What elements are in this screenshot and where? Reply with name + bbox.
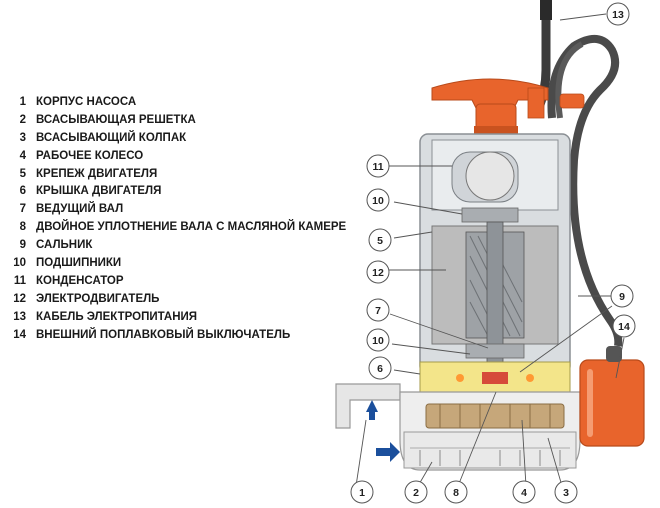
legend-number: 10	[13, 257, 26, 270]
legend-label: КРЫШКА ДВИГАТЕЛЯ	[36, 185, 162, 198]
cable-gland	[540, 0, 552, 20]
legend-item: 10 ПОДШИПНИКИ	[0, 255, 350, 273]
callout-10-lower: 10	[366, 328, 390, 352]
legend-label: САЛЬНИК	[36, 239, 93, 252]
callout-10-lower-label: 10	[372, 335, 384, 347]
impeller	[425, 403, 565, 429]
callout-1: 1	[350, 480, 374, 504]
legend-label: ДВОЙНОЕ УПЛОТНЕНИЕ ВАЛА С МАСЛЯНОЙ КАМЕР…	[36, 221, 347, 234]
legend-label: КОРПУС НАСОСА	[36, 96, 137, 108]
callout-12-label: 12	[372, 267, 384, 279]
upper-bearing	[461, 207, 519, 223]
callout-3: 3	[554, 480, 578, 504]
callout-7-label: 7	[375, 305, 381, 317]
mechanical-seal	[482, 372, 508, 384]
legend-number: 12	[13, 292, 26, 305]
callout-13-label: 13	[612, 9, 624, 21]
carry-handle	[431, 78, 585, 136]
cable-clip	[559, 93, 585, 109]
callout-8-label: 8	[453, 487, 459, 499]
legend-item: 2 ВСАСЫВАЮЩАЯ РЕШЕТКА	[0, 112, 350, 130]
callout-9-label: 9	[619, 291, 625, 303]
legend-label: КАБЕЛЬ ЭЛЕКТРОПИТАНИЯ	[36, 310, 198, 323]
callout-11: 11	[366, 154, 390, 178]
callout-10-upper-label: 10	[372, 195, 384, 207]
suction-cover	[403, 431, 577, 469]
callout-10-upper: 10	[366, 188, 390, 212]
legend-label: ВЕДУЩИЙ ВАЛ	[36, 203, 124, 216]
legend-number: 4	[19, 149, 26, 162]
float-switch-cable	[547, 35, 623, 347]
legend-list: 1 КОРПУС НАСОСА 2 ВСАСЫВАЮЩАЯ РЕШЕТКА 3 ВСА…	[0, 94, 350, 344]
legend-label: ВСАСЫВАЮЩАЯ РЕШЕТКА	[36, 113, 196, 126]
legend-number: 5	[19, 167, 26, 180]
legend-number: 8	[19, 221, 26, 234]
legend-label: ПОДШИПНИКИ	[36, 257, 122, 270]
callout-4: 4	[512, 480, 536, 504]
legend-number: 11	[13, 274, 26, 287]
legend-item: 8 ДВОЙНОЕ УПЛОТНЕНИЕ ВАЛА С МАСЛЯНОЙ КАМЕ…	[0, 219, 350, 237]
legend-item: 14 ВНЕШНИЙ ПОПЛАВКОВЫЙ ВЫКЛЮЧАТЕЛЬ	[0, 327, 350, 345]
callout-3-label: 3	[563, 487, 569, 499]
legend-number: 7	[19, 203, 26, 216]
callout-14: 14	[612, 314, 636, 338]
pump-body	[335, 383, 581, 471]
legend-item: 6 КРЫШКА ДВИГАТЕЛЯ	[0, 183, 350, 201]
callout-5: 5	[368, 228, 392, 252]
motor-housing	[419, 133, 571, 433]
callout-4-label: 4	[521, 487, 527, 499]
legend-item: 9 САЛЬНИК	[0, 237, 350, 255]
callout-8: 8	[444, 480, 468, 504]
legend-label: ЭЛЕКТРОДВИГАТЕЛЬ	[36, 292, 160, 305]
legend-label: КОНДЕНСАТОР	[36, 274, 124, 287]
legend-number: 1	[19, 96, 26, 108]
callout-7: 7	[366, 298, 390, 322]
legend-number: 9	[19, 239, 26, 252]
legend-item: 13 КАБЕЛЬ ЭЛЕКТРОПИТАНИЯ	[0, 309, 350, 327]
callout-11-label: 11	[372, 161, 383, 173]
leader-lines	[355, 13, 625, 487]
callout-6: 6	[368, 356, 392, 380]
callout-13: 13	[606, 2, 630, 26]
lower-bearing	[465, 343, 525, 359]
legend-item: 5 КРЕПЕЖ ДВИГАТЕЛЯ	[0, 166, 350, 184]
callout-9: 9	[610, 284, 634, 308]
legend-item: 3 ВСАСЫВАЮЩИЙ КОЛПАК	[0, 130, 350, 148]
legend-label: КРЕПЕЖ ДВИГАТЕЛЯ	[36, 167, 158, 180]
legend-number: 14	[13, 328, 26, 341]
legend-item: 4 РАБОЧЕЕ КОЛЕСО	[0, 148, 350, 166]
callout-1-label: 1	[359, 487, 365, 499]
legend-item: 7 ВЕДУЩИЙ ВАЛ	[0, 201, 350, 219]
callout-5-label: 5	[377, 235, 383, 247]
legend-label: РАБОЧЕЕ КОЛЕСО	[36, 149, 144, 162]
float-switch	[579, 346, 645, 447]
legend-number: 6	[19, 185, 26, 198]
callout-14-label: 14	[618, 321, 630, 333]
oil-chamber	[419, 361, 571, 393]
legend-item: 1 КОРПУС НАСОСА	[0, 94, 350, 112]
callout-2: 2	[404, 480, 428, 504]
legend-label: ВСАСЫВАЮЩИЙ КОЛПАК	[36, 131, 187, 144]
callout-6-label: 6	[377, 363, 383, 375]
callout-2-label: 2	[413, 487, 419, 499]
outflow-arrow-icon	[366, 400, 378, 420]
inflow-arrow-icon	[376, 442, 400, 462]
legend-number: 2	[19, 113, 26, 126]
suction-grid	[419, 450, 561, 466]
legend-label: ВНЕШНИЙ ПОПЛАВКОВЫЙ ВЫКЛЮЧАТЕЛЬ	[36, 328, 291, 341]
legend-number: 3	[19, 131, 26, 144]
legend-item: 11 КОНДЕНСАТОР	[0, 273, 350, 291]
legend-number: 13	[13, 310, 26, 323]
legend-item: 12 ЭЛЕКТРОДВИГАТЕЛЬ	[0, 291, 350, 309]
callout-12: 12	[366, 260, 390, 284]
